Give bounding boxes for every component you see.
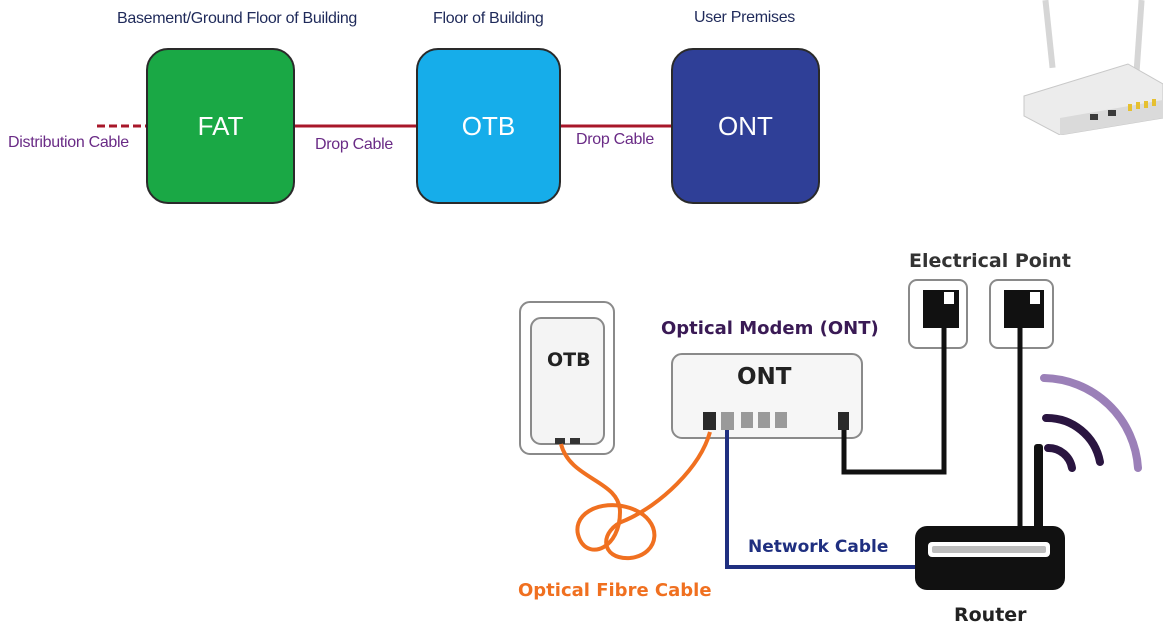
electrical-point-label: Electrical Point bbox=[909, 250, 1071, 272]
ont-label: ONT bbox=[718, 110, 773, 141]
ont-box: ONT bbox=[671, 48, 820, 204]
top-connections bbox=[97, 124, 672, 128]
otb-label: OTB bbox=[461, 110, 516, 141]
optical-fibre-line bbox=[559, 431, 712, 561]
wifi-signal-icon bbox=[1040, 374, 1142, 472]
network-cable-label: Network Cable bbox=[748, 537, 889, 557]
otb-device-label: OTB bbox=[547, 349, 591, 371]
fat-label: FAT bbox=[197, 110, 244, 141]
otb-device-inner bbox=[530, 317, 605, 445]
fat-box: FAT bbox=[146, 48, 295, 204]
wall-socket-icon-2 bbox=[989, 279, 1054, 349]
router-photo bbox=[1023, 0, 1163, 135]
otb-box: OTB bbox=[416, 48, 561, 204]
network-cable-line bbox=[725, 430, 920, 569]
location-floor: Floor of Building bbox=[433, 10, 544, 27]
ont-device-label: ONT bbox=[737, 364, 792, 390]
optical-modem-label: Optical Modem (ONT) bbox=[661, 318, 879, 339]
location-basement: Basement/Ground Floor of Building bbox=[117, 10, 358, 27]
router-device bbox=[915, 526, 1065, 590]
wall-socket-icon bbox=[908, 279, 968, 349]
drop-cable-label-2: Drop Cable bbox=[576, 131, 654, 148]
ont-device bbox=[671, 353, 863, 439]
location-user-premises: User Premises bbox=[694, 9, 796, 26]
drop-cable-label-1: Drop Cable bbox=[315, 136, 393, 153]
distribution-cable-label: Distribution Cable bbox=[8, 134, 129, 151]
router-label: Router bbox=[954, 604, 1027, 626]
optical-fibre-cable-label: Optical Fibre Cable bbox=[518, 580, 712, 601]
